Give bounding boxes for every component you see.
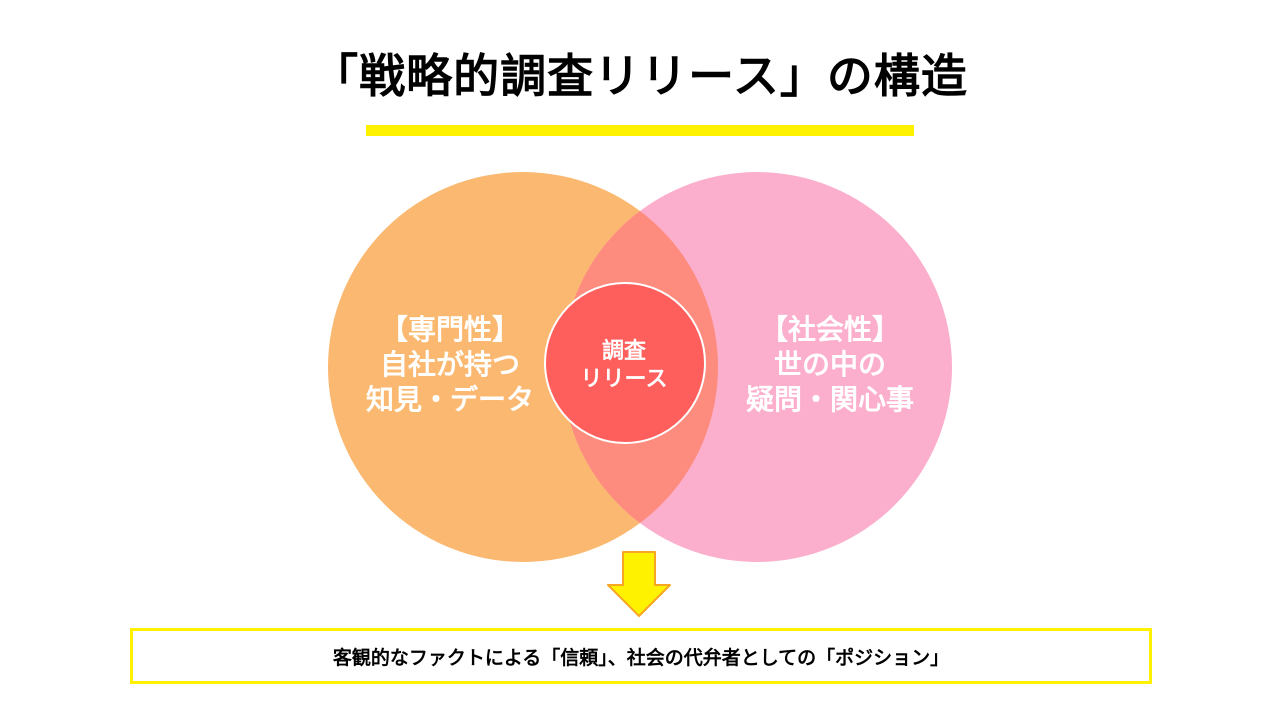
- core-line: リリース: [580, 366, 668, 392]
- core-label: 調査 リリース: [554, 338, 694, 393]
- page-title: 「戦略的調査リリース」の構造: [312, 49, 968, 103]
- down-arrow-icon: [607, 551, 671, 617]
- conclusion-box: 客観的なファクトによる「信頼」、社会の代弁者としての「ポジション」: [130, 628, 1152, 684]
- sociality-line: 世の中の: [773, 348, 886, 381]
- core-circle: [544, 282, 706, 444]
- core-line: 調査: [601, 339, 646, 364]
- expertise-label: 【専門性】 自社が持つ 知見・データ: [340, 312, 560, 417]
- expertise-line: 知見・データ: [365, 383, 534, 416]
- sociality-line: 疑問・関心事: [745, 383, 914, 416]
- overlap-region: [562, 172, 718, 562]
- sociality-heading: 【社会性】: [759, 313, 900, 346]
- title-underline-bar: [366, 125, 914, 136]
- expertise-line: 自社が持つ: [379, 348, 520, 381]
- sociality-label: 【社会性】 世の中の 疑問・関心事: [720, 312, 940, 417]
- expertise-heading: 【専門性】: [379, 313, 520, 346]
- conclusion-text: 客観的なファクトによる「信頼」、社会の代弁者としての「ポジション」: [332, 646, 950, 669]
